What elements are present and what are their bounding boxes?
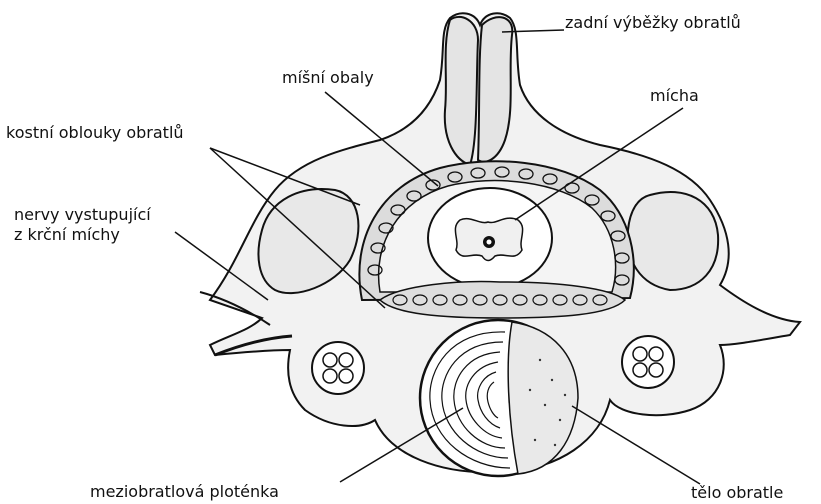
spinous-process-left <box>445 17 478 165</box>
label-spinous-processes: zadní výběžky obratlů <box>565 13 741 33</box>
foramen-left <box>312 342 364 394</box>
label-intervertebral-disc: meziobratlová ploténka <box>90 482 279 502</box>
leader-body <box>572 406 700 484</box>
transverse-process-right <box>628 192 719 290</box>
label-nerves-line1: nervy vystupující <box>14 205 151 225</box>
label-vertebral-arches: kostní oblouky obratlů <box>6 123 184 143</box>
label-nerves: nervy vystupující z krční míchy <box>14 205 151 245</box>
label-meninges: míšní obaly <box>282 68 374 88</box>
label-vertebral-body: tělo obratle <box>691 483 783 503</box>
label-spinal-cord: mícha <box>650 86 699 106</box>
foramen-right <box>622 336 674 388</box>
label-nerves-line2: z krční míchy <box>14 225 151 245</box>
